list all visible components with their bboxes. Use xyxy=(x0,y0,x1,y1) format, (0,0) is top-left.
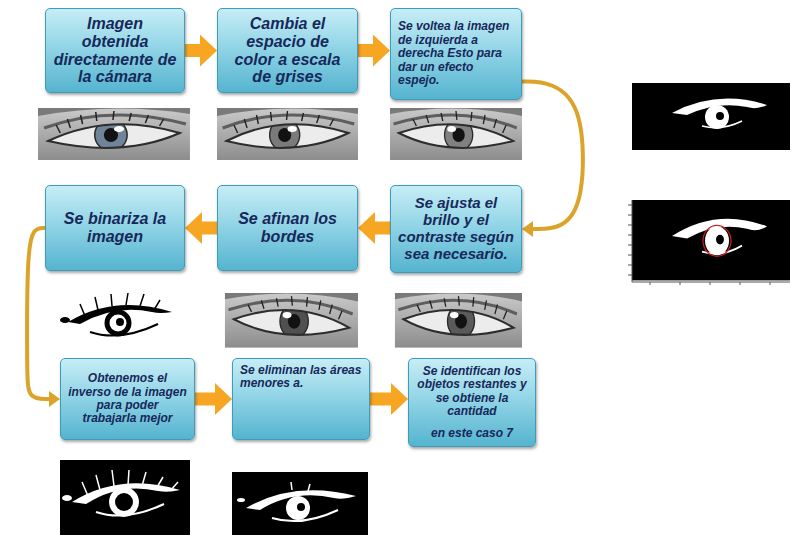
detected-circle xyxy=(703,225,731,256)
eye-objects-plot xyxy=(632,200,790,280)
flow-arrow xyxy=(370,393,391,406)
flow-arrow xyxy=(358,44,373,57)
eye-cleaned xyxy=(232,472,368,535)
flow-arrow xyxy=(195,393,215,406)
box-label: Se eliminan las áreas menores a. xyxy=(240,364,362,391)
eye-objects xyxy=(632,83,790,150)
process-box: Se ajusta el brillo y el contraste según… xyxy=(390,185,522,273)
box-label: Se identifican los objetos restantes y s… xyxy=(416,365,528,419)
plot-axes xyxy=(628,200,790,285)
box-label: Se binariza la imagen xyxy=(53,210,177,246)
box-label: Obtenemos el inverso de la imagen para p… xyxy=(68,372,187,426)
flow-arrow xyxy=(375,222,390,235)
process-box: Se voltea la imagen de izquierda a derec… xyxy=(390,8,522,100)
box-note: en este caso 7 xyxy=(416,427,528,440)
eye-binarized xyxy=(60,293,172,336)
flow-arrow xyxy=(202,222,217,235)
box-label: Se afinan los bordes xyxy=(225,210,350,246)
process-box: Cambia el espacio de color a escala de g… xyxy=(217,8,358,93)
curved-flow-arrow xyxy=(522,82,583,229)
process-box: Se identifican los objetos restantes y s… xyxy=(408,358,536,447)
eye-photo-contrast xyxy=(395,293,522,348)
box-label: Imagen obtenida directamente de la cámar… xyxy=(53,15,177,87)
box-label: Se voltea la imagen de izquierda a derec… xyxy=(398,20,514,87)
eye-photo xyxy=(38,108,190,160)
process-box: Se afinan los bordes xyxy=(217,185,358,271)
process-box: Obtenemos el inverso de la imagen para p… xyxy=(60,358,195,440)
process-box: Se eliminan las áreas menores a. xyxy=(232,358,370,440)
process-box: Se binariza la imagen xyxy=(45,185,185,271)
eye-photo-sharpened xyxy=(225,293,358,348)
eye-photo-gray xyxy=(217,108,358,160)
box-label: Cambia el espacio de color a escala de g… xyxy=(225,15,350,87)
process-box: Imagen obtenida directamente de la cámar… xyxy=(45,8,185,93)
eye-inverted xyxy=(60,460,190,535)
box-label: Se ajusta el brillo y el contraste según… xyxy=(398,195,514,262)
flow-arrow xyxy=(185,44,200,57)
eye-photo-mirrored xyxy=(390,108,522,160)
